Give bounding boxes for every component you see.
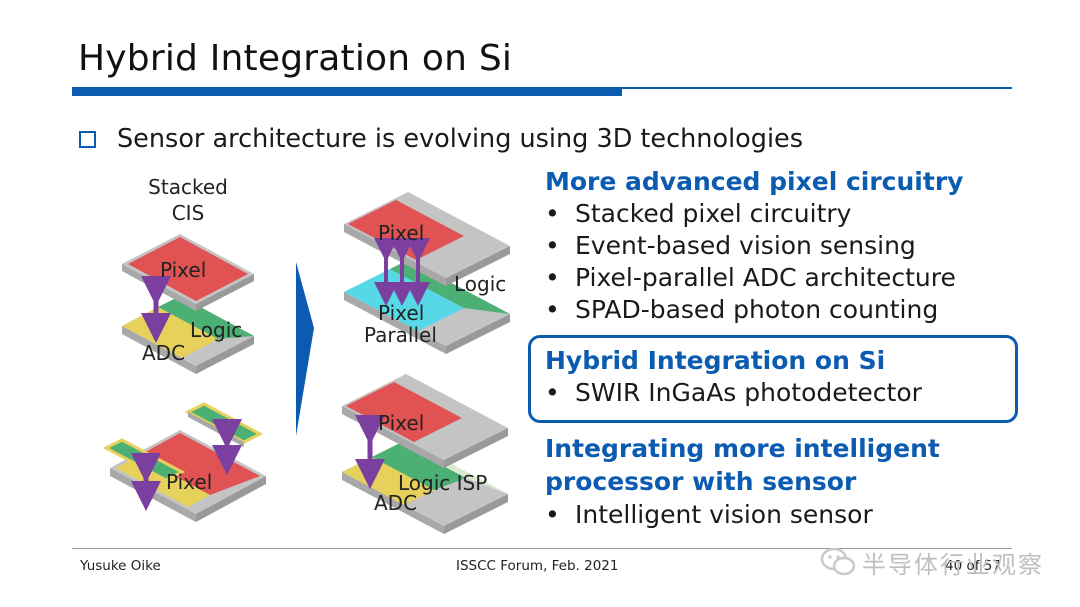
hybrid-item-1: •SWIR InGaAs photodetector — [545, 378, 922, 407]
lead-text: Sensor architecture is evolving using 3D… — [117, 124, 803, 154]
stack-bottom-right — [342, 374, 508, 534]
title-underline-thick — [72, 87, 622, 96]
bl-pixel-label: Pixel — [166, 470, 212, 494]
wechat-logo-icon — [820, 547, 856, 576]
tl-logic-label: Logic — [190, 318, 242, 342]
br-logic-region — [372, 443, 466, 490]
hybrid-highlight-box — [528, 335, 1018, 423]
section-advanced-title: More advanced pixel circuitry — [545, 167, 964, 196]
tr-pp-label-1: Pixel — [378, 301, 424, 325]
stacked-cis-label-2: CIS — [172, 201, 205, 225]
stack-top-left — [122, 234, 254, 374]
tr-pixel-region — [348, 200, 464, 260]
section-intelligent-title-1: Integrating more intelligent — [545, 434, 940, 463]
architecture-diagram: Stacked CIS Pixel Logic ADC Pixel — [102, 175, 510, 534]
advanced-item-1: •Stacked pixel circuitry — [545, 199, 852, 228]
tl-adc-label: ADC — [142, 341, 185, 365]
watermark-text: 半导体行业观察 — [862, 551, 1044, 579]
square-bullet-icon — [79, 131, 96, 148]
slide-title: Hybrid Integration on Si — [78, 38, 513, 79]
stacked-cis-label-1: Stacked — [148, 175, 228, 199]
footer-event: ISSCC Forum, Feb. 2021 — [456, 558, 619, 574]
section-hybrid-title: Hybrid Integration on Si — [545, 346, 886, 375]
title-underline-thin — [622, 87, 1012, 89]
tr-pp-label-2: Parallel — [364, 323, 437, 347]
tr-logic-label: Logic — [454, 272, 506, 296]
section-intelligent-title-2: processor with sensor — [545, 467, 857, 496]
logic-region — [158, 296, 254, 339]
br-pixel-label: Pixel — [378, 411, 424, 435]
advanced-item-4: •SPAD-based photon counting — [545, 295, 939, 324]
footer-divider — [72, 548, 1012, 549]
stack-bottom-left — [102, 402, 266, 522]
transition-arrow — [296, 262, 314, 436]
footer-page: 40 of 57 — [945, 558, 1001, 574]
pixel-region — [128, 237, 248, 301]
br-adc-label: ADC — [374, 491, 417, 515]
br-logic-isp-label: Logic ISP — [398, 471, 487, 495]
tr-pixel-label: Pixel — [378, 221, 424, 245]
footer-author: Yusuke Oike — [80, 558, 161, 574]
stack-top-right — [344, 192, 510, 354]
tl-pixel-label: Pixel — [160, 258, 206, 282]
br-pixel-region — [346, 382, 462, 442]
intelligent-item-1: •Intelligent vision sensor — [545, 500, 873, 529]
advanced-item-3: •Pixel-parallel ADC architecture — [545, 263, 956, 292]
advanced-item-2: •Event-based vision sensing — [545, 231, 916, 260]
